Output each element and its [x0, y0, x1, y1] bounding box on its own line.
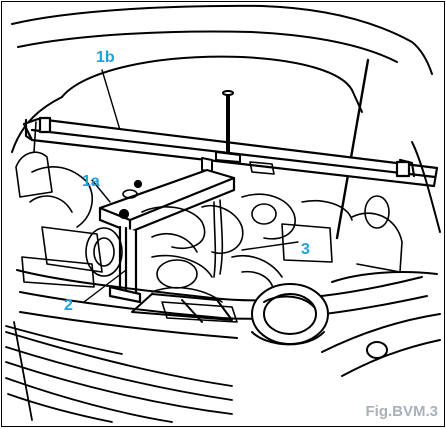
- lifting-rod: [201, 90, 241, 173]
- headlamp: [251, 283, 329, 346]
- bonnet: [11, 4, 433, 153]
- bonnet-stay-rod: [335, 58, 370, 240]
- left-strut-tower: [15, 121, 53, 198]
- right-wing: [321, 141, 441, 377]
- callout-1b: 1b: [96, 49, 115, 66]
- engine-support-bar-drawing: [5, 4, 441, 423]
- front-panel: [16, 269, 428, 339]
- engine-bay-components: [21, 161, 403, 323]
- callout-3-leader: [241, 241, 299, 251]
- support-crossbar: [22, 116, 439, 188]
- callout-1b-leader: [101, 69, 121, 131]
- support-post: [108, 179, 143, 304]
- callout-1a: 1a: [82, 173, 100, 190]
- callout-3: 3: [301, 241, 310, 258]
- front-grille: [5, 321, 233, 423]
- callout-1a-leader: [91, 179, 111, 203]
- callout-2: 2: [64, 297, 73, 314]
- figure-label: Fig.BVM.3: [365, 403, 438, 420]
